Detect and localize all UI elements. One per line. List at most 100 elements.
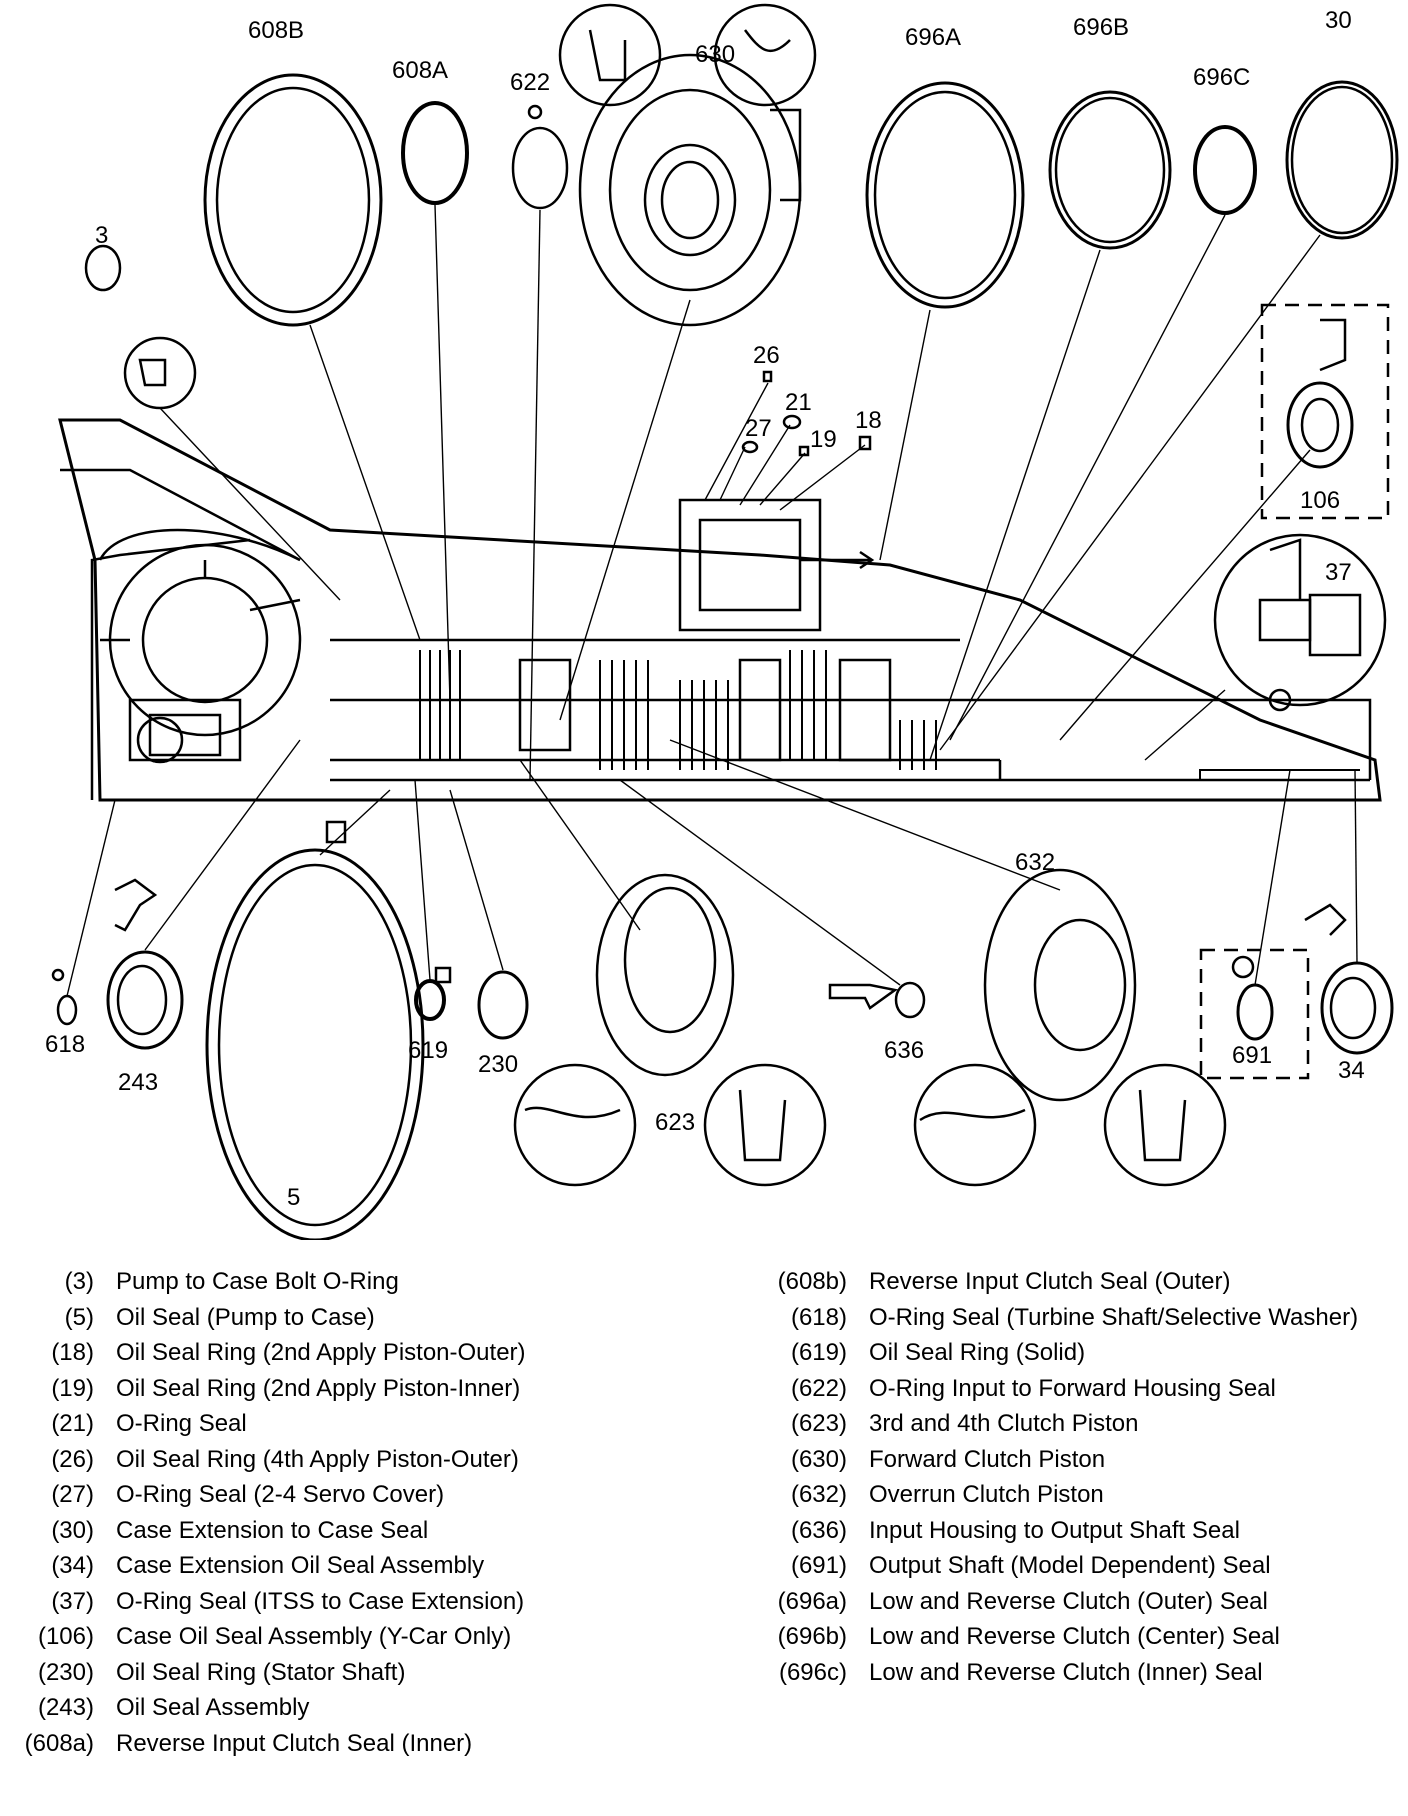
- legend-code: (622): [790, 1374, 847, 1402]
- seal-696b: [1048, 90, 1172, 250]
- legend-description: Oil Seal Ring (2nd Apply Piston-Inner): [116, 1374, 521, 1402]
- callout-618: 618: [45, 1031, 85, 1058]
- seal-608b: [203, 73, 383, 327]
- callout-19: 19: [810, 426, 837, 453]
- legend-code: (696a): [777, 1587, 847, 1615]
- seal-608a: [401, 101, 469, 205]
- overrun-clutch-piston-632: [913, 868, 1227, 1187]
- legend-item: (618) O-Ring Seal (Turbine Shaft/Selectiv…: [745, 1300, 1385, 1336]
- callout-230: 230: [478, 1051, 518, 1078]
- legend-item: (19)Oil Seal Ring (2nd Apply Piston-Inne…: [20, 1371, 640, 1407]
- itss-detail: [1213, 533, 1387, 707]
- legend-description: Oil Seal (Pump to Case): [116, 1303, 375, 1331]
- legend-item: (21)O-Ring Seal: [20, 1406, 640, 1442]
- legend-item: (3) Pump to Case Bolt O-Ring: [20, 1264, 640, 1300]
- legend-item: (37) O-Ring Seal (ITSS to Case Extension): [20, 1584, 640, 1620]
- legend-right-column: (608b)Reverse Input Clutch Seal (Outer) …: [745, 1264, 1385, 1690]
- legend-code: (3): [64, 1268, 94, 1295]
- callout-608a: 608A: [392, 57, 448, 84]
- legend-item: (18) Oil Seal Ring (2nd Apply Piston-Oute…: [20, 1335, 640, 1371]
- callout-243: 243: [118, 1069, 158, 1096]
- legend-code: (696b): [777, 1623, 847, 1650]
- transmission-case: [58, 418, 1382, 802]
- legend-code: (608a): [24, 1729, 94, 1757]
- legend-item: (630) Forward Clutch Piston: [745, 1442, 1385, 1478]
- legend-description: Oil Seal Ring (4th Apply Piston-Outer): [116, 1445, 519, 1473]
- legend-item: (27) O-Ring Seal (2-4 Servo Cover): [20, 1477, 640, 1513]
- o-ring-622: [511, 126, 569, 210]
- legend-code: (106): [37, 1623, 94, 1650]
- transmission-seal-diagram: 608B 608A 622 630 696A 696B 696C 30 3 26…: [45, 3, 1399, 1240]
- callout-3: 3: [95, 222, 108, 249]
- legend-code: (630): [790, 1445, 847, 1473]
- legend-description: O-Ring Seal: [116, 1410, 247, 1437]
- o-ring-618: [56, 994, 78, 1026]
- legend-description: Overrun Clutch Piston: [869, 1481, 1104, 1508]
- legend-description: O-Ring Seal (2-4 Servo Cover): [116, 1481, 445, 1508]
- legend-description: Reverse Input Clutch Seal (Outer): [869, 1268, 1231, 1295]
- legend-description: 3rd and 4th Clutch Piston: [869, 1410, 1139, 1437]
- o-ring-3: [84, 244, 122, 292]
- legend-item: (608a) Reverse Input Clutch Seal (Inner): [20, 1726, 640, 1762]
- seal-696c: [1193, 125, 1257, 215]
- legend-code: (18): [51, 1339, 94, 1366]
- seal-30: [1285, 80, 1399, 240]
- legend-code: (27): [51, 1481, 94, 1508]
- legend-code: (37): [51, 1587, 94, 1615]
- legend-code: (26): [51, 1445, 94, 1473]
- legend-description: Case Oil Seal Assembly (Y-Car Only): [116, 1623, 512, 1650]
- oil-seal-5: [205, 848, 425, 1240]
- callout-630: 630: [695, 41, 735, 68]
- legend-description: O-Ring Input to Forward Housing Seal: [869, 1374, 1276, 1402]
- callout-636: 636: [884, 1037, 924, 1064]
- legend-code: (618): [790, 1303, 847, 1331]
- legend-description: O-Ring Seal (Turbine Shaft/Selective Was…: [869, 1303, 1359, 1331]
- legend-item: (243)Oil Seal Assembly: [20, 1690, 640, 1726]
- callout-623: 623: [655, 1109, 695, 1136]
- legend-code: (632): [790, 1481, 847, 1508]
- legend-description: Reverse Input Clutch Seal (Inner): [116, 1729, 473, 1757]
- legend-item: (623) 3rd and 4th Clutch Piston: [745, 1406, 1385, 1442]
- legend-code: (691): [790, 1552, 847, 1579]
- legend-description: Pump to Case Bolt O-Ring: [116, 1268, 399, 1295]
- forward-clutch-piston-630: [558, 3, 817, 327]
- legend-item: (34)Case Extension Oil Seal Assembly: [20, 1548, 640, 1584]
- legend-description: Case Extension to Case Seal: [116, 1516, 429, 1544]
- legend-code: (5): [64, 1303, 94, 1331]
- legend-code: (608b): [777, 1268, 847, 1295]
- legend-description: Case Extension Oil Seal Assembly: [116, 1552, 485, 1579]
- legend-description: Low and Reverse Clutch (Center) Seal: [869, 1623, 1280, 1650]
- callout-696c: 696C: [1193, 64, 1250, 91]
- legend-description: O-Ring Seal (ITSS to Case Extension): [116, 1587, 525, 1615]
- legend-item: (636)Input Housing to Output Shaft Seal: [745, 1513, 1385, 1549]
- oil-seal-ring-230: [477, 970, 529, 1040]
- oil-seal-ring-619: [414, 979, 446, 1021]
- callout-691: 691: [1232, 1042, 1272, 1069]
- callout-608b: 608B: [248, 17, 304, 44]
- seal-696a: [865, 81, 1025, 309]
- callout-696b: 696B: [1073, 14, 1129, 41]
- legend-code: (623): [790, 1410, 847, 1437]
- legend-description: Output Shaft (Model Dependent) Seal: [869, 1552, 1271, 1579]
- legend-item: (608b) Reverse Input Clutch Seal (Outer): [745, 1264, 1385, 1300]
- legend-code: (636): [790, 1516, 847, 1544]
- callout-696a: 696A: [905, 24, 961, 51]
- legend-item: (696c)Low and Reverse Clutch (Inner) Sea…: [745, 1655, 1385, 1691]
- callout-632: 632: [1015, 849, 1055, 876]
- legend-item: (30)Case Extension to Case Seal: [20, 1513, 640, 1549]
- legend-left-column: (3) Pump to Case Bolt O-Ring (5) Oil Seal …: [20, 1264, 640, 1761]
- callout-622: 622: [510, 69, 550, 96]
- leader-lines: [66, 204, 1358, 997]
- legend-description: Oil Seal Ring (2nd Apply Piston-Outer): [116, 1339, 526, 1366]
- legend-item: (691) Output Shaft (Model Dependent) Seal: [745, 1548, 1385, 1584]
- case-extension-seal-34: [1304, 903, 1394, 1055]
- callout-26: 26: [753, 342, 780, 369]
- legend-description: Oil Seal Ring (Solid): [869, 1339, 1086, 1366]
- legend-description: Forward Clutch Piston: [869, 1445, 1106, 1473]
- legend-item: (696a)Low and Reverse Clutch (Outer) Sea…: [745, 1584, 1385, 1620]
- clutch-piston-623: [513, 873, 827, 1187]
- callout-27: 27: [745, 415, 772, 442]
- legend-code: (230): [37, 1658, 94, 1686]
- callout-37: 37: [1325, 559, 1352, 586]
- legend-item: (622) O-Ring Input to Forward Housing Sea…: [745, 1371, 1385, 1407]
